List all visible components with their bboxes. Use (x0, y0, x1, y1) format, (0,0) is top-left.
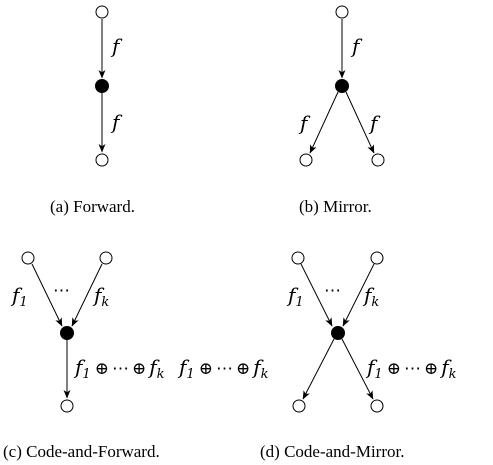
node-c-mid (60, 326, 74, 340)
node-c-left (21, 251, 35, 265)
node-c-bottom (60, 399, 74, 413)
node-a-top (95, 5, 109, 19)
label-d-dots: ⋯ (324, 281, 341, 301)
node-b-right (371, 153, 385, 167)
node-d-bottom-right (370, 399, 384, 413)
node-a-mid (95, 79, 109, 93)
label-a-f1: f (110, 34, 123, 58)
edge-d2 (342, 263, 375, 327)
node-d-mid (331, 326, 345, 340)
node-b-top (335, 5, 349, 19)
caption-forward: (a) Forward. (50, 197, 135, 216)
label-b-f2: f (298, 111, 311, 135)
label-d-sum-right: f1⊕⋯⊕fk (365, 355, 457, 382)
edge-c1 (31, 263, 63, 327)
edge-b3 (345, 91, 375, 154)
label-d-f1: f1 (286, 283, 304, 310)
label-d-fk: fk (362, 283, 379, 310)
node-d-top-left (291, 251, 305, 265)
panel-forward: f f (a) Forward. (50, 5, 135, 216)
caption-code-and-mirror: (d) Code-and-Mirror. (260, 442, 404, 461)
label-d-sum-left: f1⊕⋯⊕fk (177, 355, 269, 382)
caption-mirror: (b) Mirror. (299, 197, 372, 216)
edge-d4 (341, 338, 374, 400)
edge-d1 (300, 263, 333, 327)
edge-b2 (309, 91, 339, 154)
caption-code-and-forward: (c) Code-and-Forward. (3, 442, 160, 461)
label-c-sum: f1⊕⋯⊕fk (73, 355, 165, 382)
node-a-bottom (95, 153, 109, 167)
node-b-left (299, 153, 313, 167)
node-c-right (99, 251, 113, 265)
panel-code-and-forward: f1 ⋯ fk f1⊕⋯⊕fk (c) Code-and-Forward. (3, 251, 165, 461)
panel-mirror: f f f (b) Mirror. (298, 5, 385, 216)
label-b-f3: f (368, 111, 381, 135)
label-c-fk: fk (92, 283, 109, 310)
label-c-dots: ⋯ (53, 281, 70, 301)
edge-d3 (302, 338, 335, 400)
node-d-top-right (370, 251, 384, 265)
panel-code-and-mirror: f1 ⋯ fk f1⊕⋯⊕fk f1⊕⋯⊕fk (d) Code-and-Mir… (177, 251, 457, 461)
node-b-mid (335, 79, 349, 93)
label-c-f1: f1 (10, 283, 28, 310)
label-a-f2: f (110, 110, 123, 134)
label-b-f1: f (350, 34, 363, 58)
edge-c2 (71, 263, 103, 327)
node-d-bottom-left (292, 399, 306, 413)
